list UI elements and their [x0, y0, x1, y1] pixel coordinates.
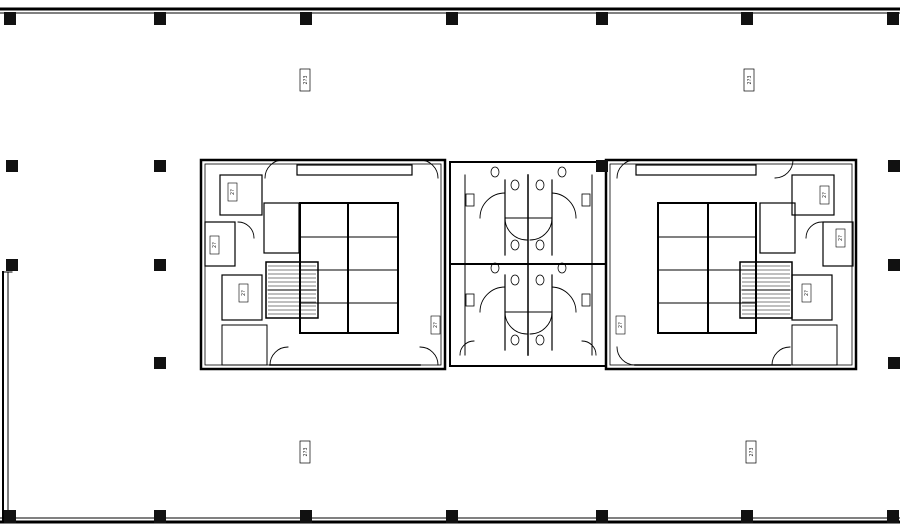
- column: [741, 12, 753, 25]
- column: [154, 357, 166, 369]
- svg-text:2?: 2?: [618, 322, 624, 328]
- wc-fixture: [535, 179, 545, 191]
- column: [887, 510, 899, 523]
- column: [446, 12, 458, 25]
- svg-text:2?: 2?: [241, 290, 247, 296]
- wc-fixture: [557, 166, 567, 178]
- room-tag-office-nw: 2?3: [299, 68, 311, 92]
- room-tag-core-r-1: 2?: [819, 185, 830, 205]
- column: [6, 160, 18, 172]
- room-tag-core-l-1: 2?: [227, 182, 238, 202]
- column: [4, 12, 16, 25]
- column: [887, 12, 899, 25]
- svg-text:2?: 2?: [822, 192, 828, 198]
- column: [596, 160, 608, 172]
- column: [888, 357, 900, 369]
- room-tag-office-ne: 2?3: [743, 68, 755, 92]
- room-tag-core-l-2: 2?: [209, 235, 220, 255]
- stair-treads: [268, 265, 790, 315]
- room-tag-core-r-4: 2?: [615, 315, 626, 335]
- basin: [465, 193, 475, 207]
- svg-text:2?: 2?: [433, 322, 439, 328]
- column: [154, 160, 166, 172]
- svg-text:2?3: 2?3: [303, 447, 309, 456]
- svg-text:2?: 2?: [804, 290, 810, 296]
- svg-text:2?3: 2?3: [749, 447, 755, 456]
- svg-text:2?3: 2?3: [747, 75, 753, 84]
- room-tag-core-l-3: 2?: [238, 283, 249, 303]
- column: [154, 259, 166, 271]
- door-swings: [237, 159, 823, 366]
- column: [888, 259, 900, 271]
- wc-fixture: [535, 334, 545, 346]
- column: [300, 12, 312, 25]
- basin: [465, 293, 475, 307]
- column: [154, 510, 166, 523]
- wc-fixture: [557, 262, 567, 274]
- wc-fixture: [535, 239, 545, 251]
- wc-fixture: [510, 179, 520, 191]
- svg-text:2?3: 2?3: [303, 75, 309, 84]
- column: [741, 510, 753, 523]
- wc-fixture: [490, 166, 500, 178]
- toilet-fixtures: [465, 166, 591, 346]
- room-tag-core-l-4: 2?: [430, 315, 441, 335]
- core-left: [199, 158, 447, 371]
- wc-fixture: [535, 274, 545, 286]
- column: [6, 259, 18, 271]
- svg-text:2?: 2?: [838, 235, 844, 241]
- room-tag-core-r-3: 2?: [801, 283, 812, 303]
- basin: [581, 293, 591, 307]
- room-tag-office-sw: 2?3: [299, 440, 311, 464]
- column: [446, 510, 458, 523]
- wc-fixture: [510, 334, 520, 346]
- structural-columns: [4, 12, 900, 523]
- svg-text:2?: 2?: [230, 189, 236, 195]
- toilet-block: [449, 161, 607, 367]
- core-right: [604, 158, 858, 371]
- svg-text:2?: 2?: [212, 242, 218, 248]
- column: [154, 12, 166, 25]
- room-tag-office-se: 2?3: [745, 440, 757, 464]
- column: [300, 510, 312, 523]
- wc-fixture: [510, 239, 520, 251]
- column: [4, 510, 16, 523]
- column: [888, 160, 900, 172]
- room-tag-core-r-2: 2?: [835, 228, 846, 248]
- column: [596, 510, 608, 523]
- column: [596, 12, 608, 25]
- wc-fixture: [490, 262, 500, 274]
- basin: [581, 193, 591, 207]
- wc-fixture: [510, 274, 520, 286]
